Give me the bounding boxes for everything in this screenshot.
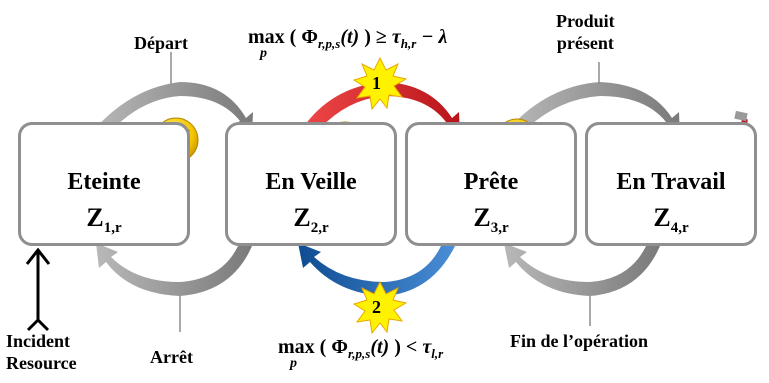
- arrow-prete-to-veille: [298, 243, 455, 296]
- arrow-fin-operation: [504, 243, 660, 296]
- label-fin-operation: Fin de l’opération: [510, 331, 648, 351]
- state-name: Prête: [463, 169, 519, 195]
- label-incident: Incident Resource: [6, 331, 77, 373]
- state-name: En Veille: [265, 169, 357, 195]
- arrow-depart: [92, 82, 253, 135]
- state-en-travail: En Travail Z4,r: [585, 122, 757, 246]
- badge-star-1: [352, 56, 408, 111]
- label-arret: Arrêt: [150, 347, 193, 367]
- state-name: En Travail: [616, 169, 726, 195]
- state-name: Eteinte: [67, 169, 141, 195]
- state-zone: Z1,r: [86, 203, 122, 237]
- arrow-veille-to-prete: [300, 82, 460, 137]
- state-prete: Prête Z3,r: [405, 122, 577, 246]
- state-zone: Z4,r: [653, 203, 689, 237]
- arrow-produit-present: [505, 82, 680, 138]
- badge-star-2: [352, 280, 408, 335]
- state-zone: Z2,r: [293, 203, 329, 237]
- state-zone: Z3,r: [473, 203, 509, 237]
- state-eteinte: Eteinte Z1,r: [18, 122, 190, 246]
- label-depart: Départ: [134, 33, 188, 53]
- incident-arrow: [25, 247, 51, 332]
- state-en-veille: En Veille Z2,r: [225, 122, 397, 246]
- badge-number-1: 1: [372, 73, 381, 93]
- arrow-arret: [96, 243, 252, 296]
- label-produit: Produit présent: [556, 11, 615, 53]
- badge-number-2: 2: [372, 297, 381, 317]
